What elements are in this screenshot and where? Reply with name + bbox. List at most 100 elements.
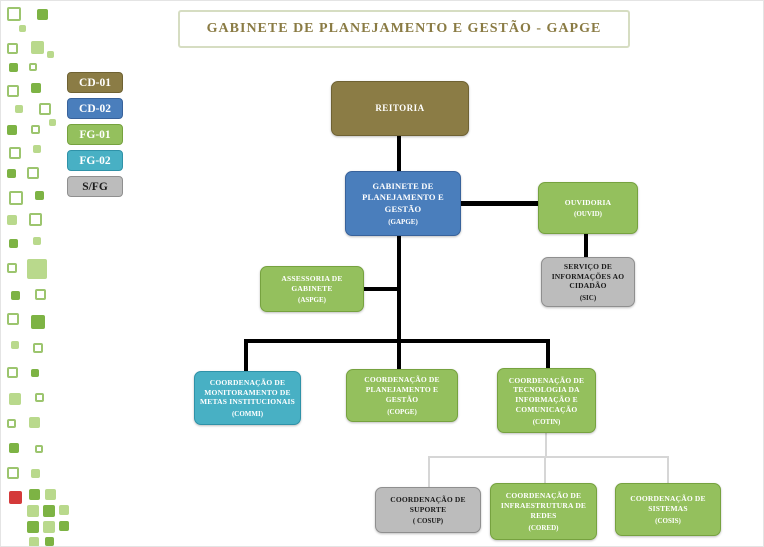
legend-item-cd02: CD-02 — [67, 98, 123, 119]
decorative-square — [7, 313, 19, 325]
org-node-aspge: ASSESSORIA DE GABINETE (ASPGE) — [260, 266, 364, 312]
decorative-square — [7, 263, 17, 273]
connector-gapge-trunk — [397, 235, 401, 369]
decorative-square — [37, 9, 48, 20]
decorative-square — [45, 489, 56, 500]
connector-level3-bar — [428, 456, 668, 458]
org-node-copge-acronym: (COPGE) — [387, 407, 417, 416]
org-node-copge: COORDENAÇÃO DE PLANEJAMENTO E GESTÃO (CO… — [346, 369, 458, 422]
decorative-square — [27, 167, 39, 179]
decorative-square — [9, 239, 18, 248]
decorative-square — [29, 417, 40, 428]
legend-item-cd01: CD-01 — [67, 72, 123, 93]
connector-drop-cored — [544, 456, 546, 484]
org-node-cosis: COORDENAÇÃO DE SISTEMAS (COSIS) — [615, 483, 721, 536]
org-node-sic: SERVIÇO DE INFORMAÇÕES AO CIDADÃO (SIC) — [541, 257, 635, 307]
decorative-square — [9, 491, 22, 504]
org-node-ouvid: OUVIDORIA (OUVID) — [538, 182, 638, 234]
decorative-square — [43, 521, 55, 533]
org-node-cored: COORDENAÇÃO DE INFRAESTRUTURA DE REDES (… — [490, 483, 597, 540]
decorative-square — [7, 467, 19, 479]
legend-item-sfg: S/FG — [67, 176, 123, 197]
decorative-square — [49, 119, 56, 126]
decorative-square — [7, 7, 21, 21]
org-node-sic-acronym: (SIC) — [579, 294, 597, 303]
connector-reitoria-gapge — [397, 136, 401, 172]
connector-drop-cosup — [428, 456, 430, 488]
decorative-square — [31, 125, 40, 134]
decorative-square — [33, 237, 41, 245]
decorative-square — [9, 393, 21, 405]
connector-drop-cotin — [546, 339, 550, 369]
decorative-square — [31, 83, 41, 93]
legend: CD-01 CD-02 FG-01 FG-02 S/FG — [67, 72, 127, 202]
org-node-cored-name: COORDENAÇÃO DE INFRAESTRUTURA DE REDES — [500, 491, 587, 520]
decorative-square — [47, 51, 54, 58]
connector-gapge-ouvid — [461, 201, 539, 206]
org-node-reitoria: REITORIA — [331, 81, 469, 136]
org-node-cotin-name: COORDENAÇÃO DE TECNOLOGIA DA INFORMAÇÃO … — [508, 375, 585, 414]
decorative-square — [27, 505, 39, 517]
decorative-square — [7, 367, 18, 378]
decorative-square — [31, 41, 44, 54]
decorative-square — [39, 103, 51, 115]
decorative-square — [35, 393, 44, 402]
org-node-cosis-acronym: (COSIS) — [655, 516, 681, 525]
decorative-square — [27, 521, 39, 533]
decorative-square — [7, 419, 16, 428]
decorative-square — [59, 521, 69, 531]
decorative-square — [35, 289, 46, 300]
org-node-aspge-name: ASSESSORIA DE GABINETE — [281, 273, 343, 293]
org-node-cosup-acronym: ( COSUP) — [412, 517, 444, 526]
org-node-ouvid-name: OUVIDORIA — [564, 197, 612, 207]
org-node-cored-acronym: (CORED) — [528, 523, 559, 532]
org-node-cosup-name: COORDENAÇÃO DE SUPORTE — [390, 494, 466, 514]
decorative-square — [7, 43, 18, 54]
org-node-gapge-acronym: (GAPGE) — [388, 217, 418, 226]
page-title: GABINETE DE PLANEJAMENTO E GESTÃO - GAPG… — [178, 10, 630, 48]
legend-item-fg01: FG-01 — [67, 124, 123, 145]
org-node-commi: COORDENAÇÃO DE MONITORAMENTO DE METAS IN… — [194, 371, 301, 425]
decorative-square — [9, 443, 19, 453]
org-node-cotin: COORDENAÇÃO DE TECNOLOGIA DA INFORMAÇÃO … — [497, 368, 596, 433]
org-node-commi-acronym: (COMMI) — [231, 410, 264, 419]
decorative-square — [19, 25, 26, 32]
decorative-square — [9, 63, 18, 72]
org-node-aspge-acronym: (ASPGE) — [298, 296, 326, 305]
org-node-gapge: GABINETE DE PLANEJAMENTO E GESTÃO (GAPGE… — [345, 171, 461, 236]
org-node-reitoria-name: REITORIA — [375, 102, 425, 113]
org-node-copge-name: COORDENAÇÃO DE PLANEJAMENTO E GESTÃO — [364, 375, 440, 404]
decorative-square — [59, 505, 69, 515]
decorative-square — [29, 213, 42, 226]
decorative-square — [31, 369, 39, 377]
decorative-square — [31, 469, 40, 478]
decorative-square — [29, 489, 40, 500]
connector-cotin-down — [545, 433, 547, 457]
org-node-cotin-acronym: (COTIN) — [532, 417, 561, 426]
connector-aspge-branch — [363, 287, 399, 291]
org-node-commi-name: COORDENAÇÃO DE MONITORAMENTO DE METAS IN… — [200, 377, 295, 407]
decorative-square — [7, 169, 16, 178]
connector-drop-cosis — [667, 456, 669, 484]
decorative-square — [35, 445, 43, 453]
decorative-square — [33, 343, 43, 353]
decorative-square — [11, 341, 19, 349]
decorative-square — [27, 259, 47, 279]
decorative-square — [43, 505, 55, 517]
org-node-gapge-name: GABINETE DE PLANEJAMENTO E GESTÃO — [362, 181, 444, 214]
decorative-square — [9, 191, 23, 205]
decorative-square — [29, 63, 37, 71]
decorative-square — [7, 215, 17, 225]
connector-level2-bar — [244, 339, 550, 343]
decorative-square — [29, 537, 39, 546]
decorative-square — [15, 105, 23, 113]
decorative-square — [11, 291, 20, 300]
decorative-square — [33, 145, 41, 153]
decorative-square — [45, 537, 54, 546]
connector-ouvid-sic — [584, 234, 588, 257]
decorative-square — [9, 147, 21, 159]
org-node-sic-name: SERVIÇO DE INFORMAÇÕES AO CIDADÃO — [551, 261, 625, 291]
connector-drop-commi — [244, 339, 248, 372]
legend-item-fg02: FG-02 — [67, 150, 123, 171]
